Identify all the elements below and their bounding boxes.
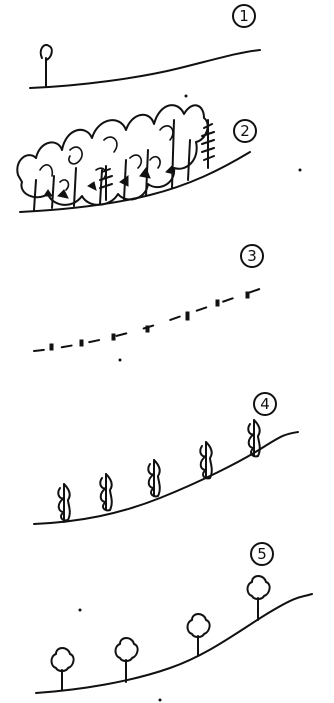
ground-line-5 [36,594,312,693]
panel-number-3: 3 [241,245,263,267]
panel-number-1: 1 [233,5,255,27]
panel-2: 2 [17,105,256,212]
young-tree [58,484,69,522]
ground-line-3 [34,286,268,351]
round-tree [116,638,138,682]
svg-text:2: 2 [240,122,250,140]
panel-number-4: 4 [254,393,276,415]
panel-3: 3 [34,245,268,351]
young-trees [58,420,259,522]
svg-text:4: 4 [260,395,270,413]
dense-forest [17,105,214,210]
stumps [50,292,249,350]
round-tree [188,614,210,656]
young-tree [148,460,159,496]
svg-text:5: 5 [257,545,267,563]
panel-1: 1 [30,5,260,88]
round-tree [52,648,74,690]
panel-number-5: 5 [251,543,273,565]
svg-text:3: 3 [247,247,257,265]
panel-4: 4 [34,393,298,524]
young-tree [100,474,111,510]
panel-number-2: 2 [234,120,256,142]
svg-text:1: 1 [239,7,249,25]
ground-line-1 [30,50,260,88]
ground-line-4 [34,432,298,524]
spruce-tree [202,120,214,168]
panel-5: 5 [36,543,312,693]
lone-sapling [41,45,52,87]
young-tree [200,442,211,478]
